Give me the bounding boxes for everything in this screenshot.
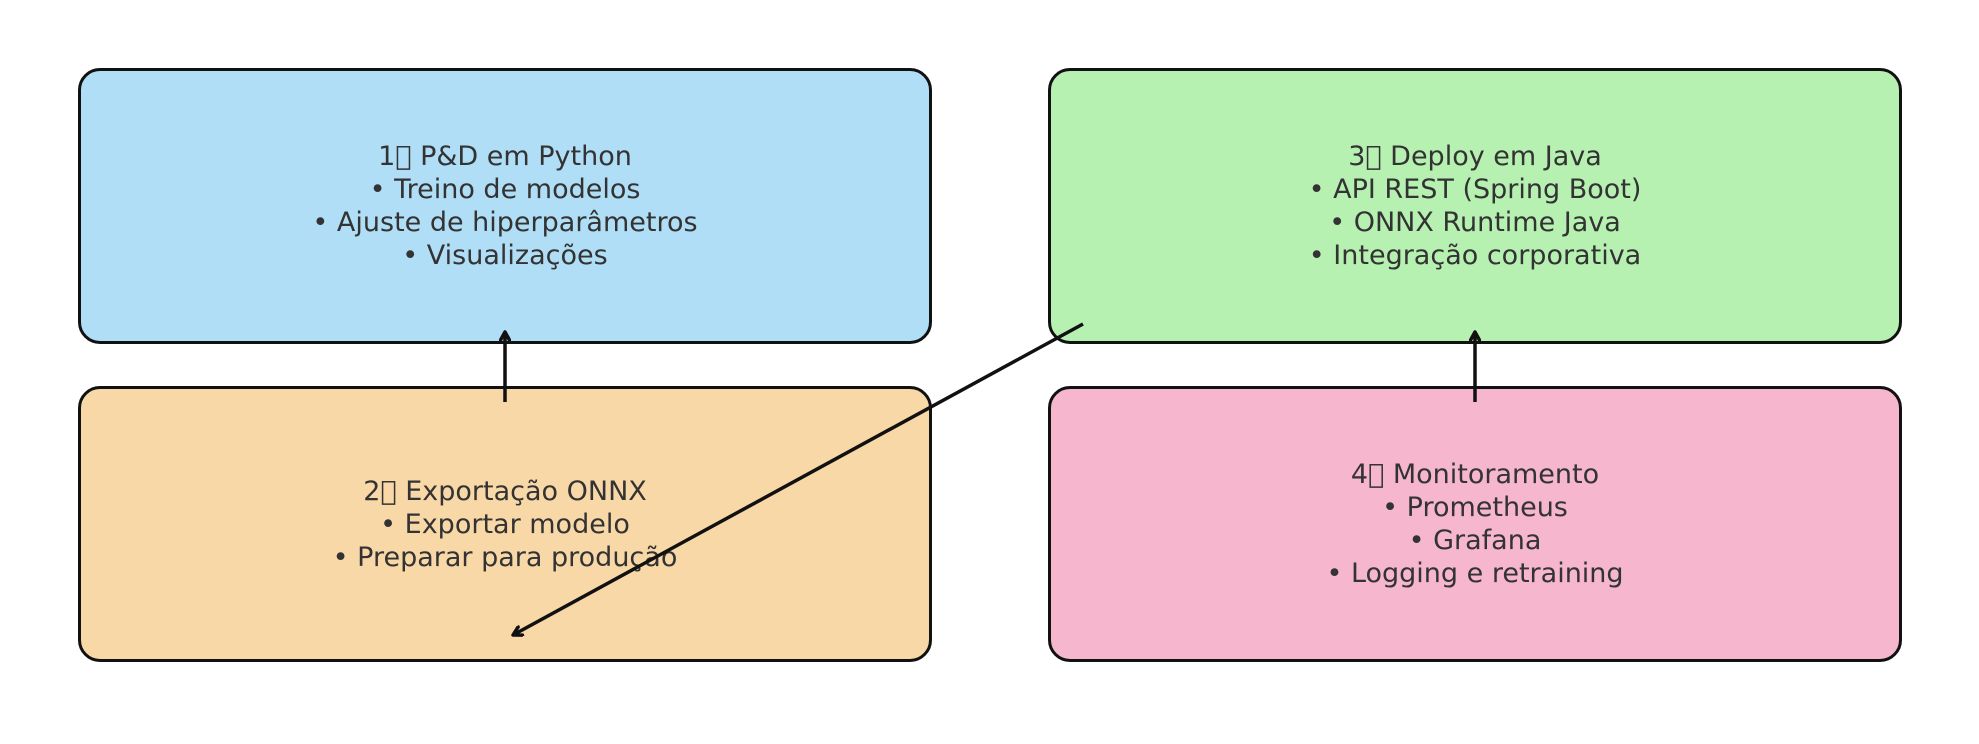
pd-python-item: • Visualizações bbox=[402, 240, 608, 271]
deploy-java-item: • Integração corporativa bbox=[1308, 240, 1642, 271]
pd-python-item: • Ajuste de hiperparâmetros bbox=[312, 207, 698, 238]
deploy-java-text: 3⃣ Deploy em Java • API REST (Spring Boo… bbox=[1309, 140, 1642, 272]
export-onnx-item: • Preparar para produção bbox=[332, 541, 678, 573]
deploy-java-box: 3⃣ Deploy em Java • API REST (Spring Boo… bbox=[1048, 68, 1902, 344]
export-onnx-title: 2⃣ Exportação ONNX bbox=[363, 475, 647, 507]
pd-python-box: 1⃣ P&D em Python • Treino de modelos • A… bbox=[78, 68, 932, 344]
export-onnx-item: • Exportar modelo bbox=[380, 508, 630, 540]
export-onnx-text: 2⃣ Exportação ONNX • Exportar modelo • P… bbox=[333, 475, 678, 574]
deploy-java-title: 3⃣ Deploy em Java bbox=[1348, 141, 1602, 172]
monitoring-item: • Prometheus bbox=[1382, 492, 1568, 523]
monitoring-box: 4⃣ Monitoramento • Prometheus • Grafana … bbox=[1048, 386, 1902, 662]
monitoring-title: 4⃣ Monitoramento bbox=[1350, 459, 1600, 490]
deploy-java-item: • ONNX Runtime Java bbox=[1329, 207, 1621, 238]
pd-python-title: 1⃣ P&D em Python bbox=[378, 141, 632, 172]
deploy-java-item: • API REST (Spring Boot) bbox=[1308, 174, 1642, 205]
monitoring-item: • Grafana bbox=[1408, 525, 1542, 556]
monitoring-item: • Logging e retraining bbox=[1326, 558, 1624, 589]
pd-python-text: 1⃣ P&D em Python • Treino de modelos • A… bbox=[312, 140, 697, 272]
export-onnx-box: 2⃣ Exportação ONNX • Exportar modelo • P… bbox=[78, 386, 932, 662]
monitoring-text: 4⃣ Monitoramento • Prometheus • Grafana … bbox=[1326, 458, 1623, 590]
pd-python-item: • Treino de modelos bbox=[369, 174, 641, 205]
